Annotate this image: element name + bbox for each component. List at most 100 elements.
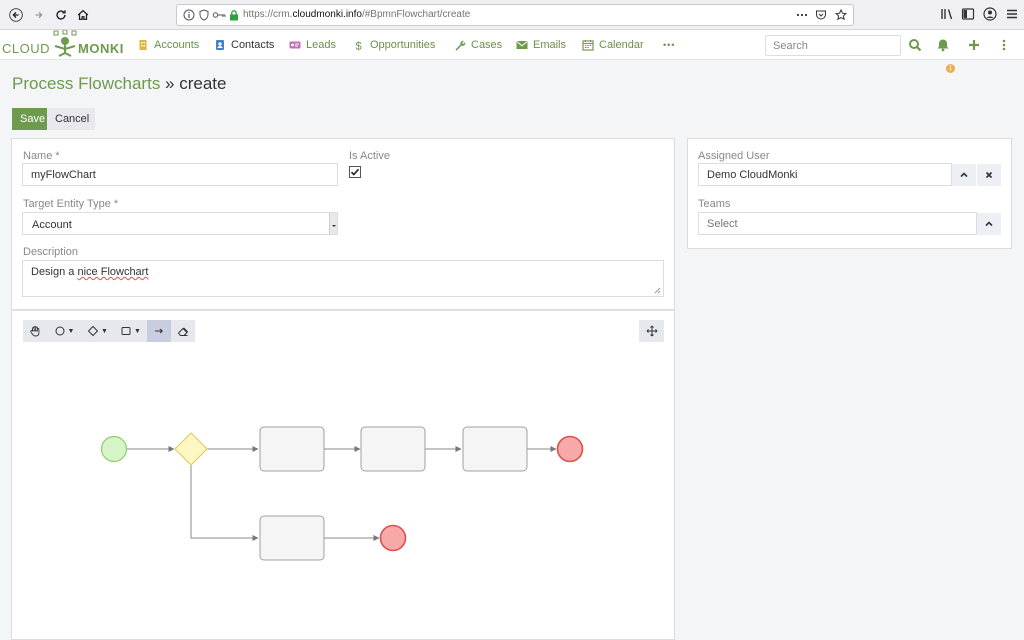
is-active-checkbox[interactable] bbox=[349, 166, 361, 178]
nav-opportunities[interactable]: $ Opportunities bbox=[353, 37, 436, 53]
logo-text-cloud: CLOUD bbox=[2, 41, 51, 56]
menu-icon[interactable] bbox=[1004, 5, 1020, 23]
nav-contacts-label: Contacts bbox=[231, 39, 275, 51]
back-icon[interactable] bbox=[5, 4, 27, 26]
circle-event-icon bbox=[55, 326, 65, 336]
end-event[interactable] bbox=[379, 524, 407, 552]
select-teams-button[interactable] bbox=[977, 213, 1001, 235]
nav-accounts-label: Accounts bbox=[154, 39, 200, 51]
select-dropdown-arrow-icon[interactable] bbox=[329, 213, 337, 234]
logo-text-monki: MONKI bbox=[78, 41, 124, 56]
event-tool-button[interactable]: ▼ bbox=[47, 320, 81, 342]
more-actions-icon[interactable] bbox=[795, 9, 809, 21]
key-icon[interactable] bbox=[212, 9, 226, 21]
svg-text:$: $ bbox=[356, 41, 362, 52]
task-node[interactable] bbox=[462, 426, 528, 472]
checkmark-icon bbox=[350, 168, 360, 176]
clear-user-button[interactable] bbox=[977, 164, 1001, 186]
nav-leads-label: Leads bbox=[306, 39, 336, 51]
move-canvas-button[interactable] bbox=[639, 320, 664, 342]
shield-icon[interactable] bbox=[198, 9, 210, 21]
caret-down-icon: ▼ bbox=[67, 327, 75, 335]
task-node[interactable] bbox=[360, 426, 426, 472]
browser-toolbar: https://crm.cloudmonki.info/#BpmnFlowcha… bbox=[0, 0, 1024, 30]
close-icon bbox=[985, 171, 993, 179]
nav-leads[interactable]: Leads bbox=[289, 37, 336, 53]
breadcrumb-separator: » bbox=[160, 74, 180, 93]
vertical-menu-icon[interactable] bbox=[996, 37, 1012, 53]
account-icon[interactable] bbox=[982, 5, 998, 23]
brand-logo[interactable]: CLOUD MONKI bbox=[0, 30, 130, 60]
sequence-flow-tool-button[interactable] bbox=[147, 320, 171, 342]
nav-cases[interactable]: Cases bbox=[454, 37, 502, 53]
task-node[interactable] bbox=[259, 426, 325, 472]
hand-tool-button[interactable] bbox=[23, 320, 47, 342]
reload-icon[interactable] bbox=[50, 4, 72, 26]
quick-create-plus-icon[interactable] bbox=[966, 37, 982, 53]
caret-down-icon: ▼ bbox=[134, 327, 141, 335]
calendar-icon bbox=[582, 40, 594, 51]
sequence-flow[interactable] bbox=[190, 465, 259, 541]
nav-emails[interactable]: Emails bbox=[516, 37, 566, 53]
resize-handle-icon[interactable] bbox=[654, 287, 661, 294]
teams-label: Teams bbox=[698, 198, 731, 210]
save-button[interactable]: Save bbox=[12, 108, 47, 130]
description-label: Description bbox=[23, 246, 79, 258]
pocket-icon[interactable] bbox=[815, 9, 827, 21]
arrow-right-icon bbox=[155, 328, 164, 334]
hand-icon bbox=[30, 326, 40, 337]
url-prefix: https://crm. bbox=[243, 9, 293, 20]
nav-opportunities-label: Opportunities bbox=[370, 39, 436, 51]
eraser-tool-button[interactable] bbox=[171, 320, 195, 342]
chevron-up-icon bbox=[985, 221, 993, 227]
lock-icon bbox=[230, 10, 238, 21]
target-entity-type-value: Account bbox=[32, 219, 72, 231]
nav-emails-label: Emails bbox=[533, 39, 567, 51]
teams-input[interactable] bbox=[698, 212, 977, 235]
app-navbar: CLOUD MONKI Accounts Contacts Leads $ Op… bbox=[0, 30, 1024, 73]
wrench-icon bbox=[455, 40, 466, 51]
breadcrumb-process-flowcharts[interactable]: Process Flowcharts bbox=[12, 74, 161, 93]
move-arrows-icon bbox=[646, 325, 657, 337]
url-path: /#BpmnFlowchart/create bbox=[361, 9, 471, 20]
chevron-up-icon bbox=[960, 172, 968, 178]
url-text: https://crm.cloudmonki.info/#BpmnFlowcha… bbox=[243, 9, 470, 20]
start-event[interactable] bbox=[100, 435, 128, 463]
name-input[interactable] bbox=[22, 163, 338, 186]
monkey-logo-icon bbox=[53, 30, 77, 57]
page-title-create: create bbox=[179, 74, 227, 93]
description-text: Design a bbox=[31, 266, 78, 278]
nav-calendar-label: Calendar bbox=[599, 39, 644, 51]
address-bar[interactable]: https://crm.cloudmonki.info/#BpmnFlowcha… bbox=[176, 4, 854, 26]
assigned-user-field[interactable]: Demo CloudMonki bbox=[698, 163, 952, 186]
task-node[interactable] bbox=[259, 515, 325, 561]
nav-more-menu[interactable]: ••• bbox=[663, 37, 675, 53]
assigned-user-label: Assigned User bbox=[698, 150, 770, 162]
select-user-button[interactable] bbox=[952, 164, 976, 186]
name-label: Name * bbox=[23, 150, 60, 162]
notification-count-badge: 1 bbox=[946, 64, 955, 73]
nav-accounts[interactable]: Accounts bbox=[137, 37, 199, 53]
exclusive-gateway[interactable] bbox=[174, 432, 208, 466]
description-textarea[interactable]: Design a nice Flowchart bbox=[22, 260, 664, 297]
forward-icon[interactable] bbox=[28, 4, 50, 26]
sidebar-icon[interactable] bbox=[960, 5, 976, 23]
nav-calendar[interactable]: Calendar bbox=[582, 37, 644, 53]
target-entity-type-select[interactable]: Account bbox=[22, 212, 338, 235]
search-icon[interactable] bbox=[907, 37, 923, 53]
notification-bell-icon[interactable] bbox=[935, 37, 951, 53]
gateway-tool-button[interactable]: ▼ bbox=[81, 320, 114, 342]
cancel-button[interactable]: Cancel bbox=[47, 108, 95, 130]
task-tool-button[interactable]: ▼ bbox=[114, 320, 147, 342]
is-active-label: Is Active bbox=[349, 150, 390, 162]
global-search-input[interactable] bbox=[765, 35, 901, 56]
target-entity-type-label: Target Entity Type * bbox=[23, 198, 119, 210]
home-icon[interactable] bbox=[72, 4, 94, 26]
end-event[interactable] bbox=[556, 435, 584, 463]
bookmark-star-icon[interactable] bbox=[835, 9, 847, 21]
info-icon[interactable] bbox=[183, 9, 195, 21]
library-icon[interactable] bbox=[939, 5, 955, 23]
eraser-icon bbox=[177, 327, 188, 336]
nav-contacts[interactable]: Contacts bbox=[214, 37, 274, 53]
